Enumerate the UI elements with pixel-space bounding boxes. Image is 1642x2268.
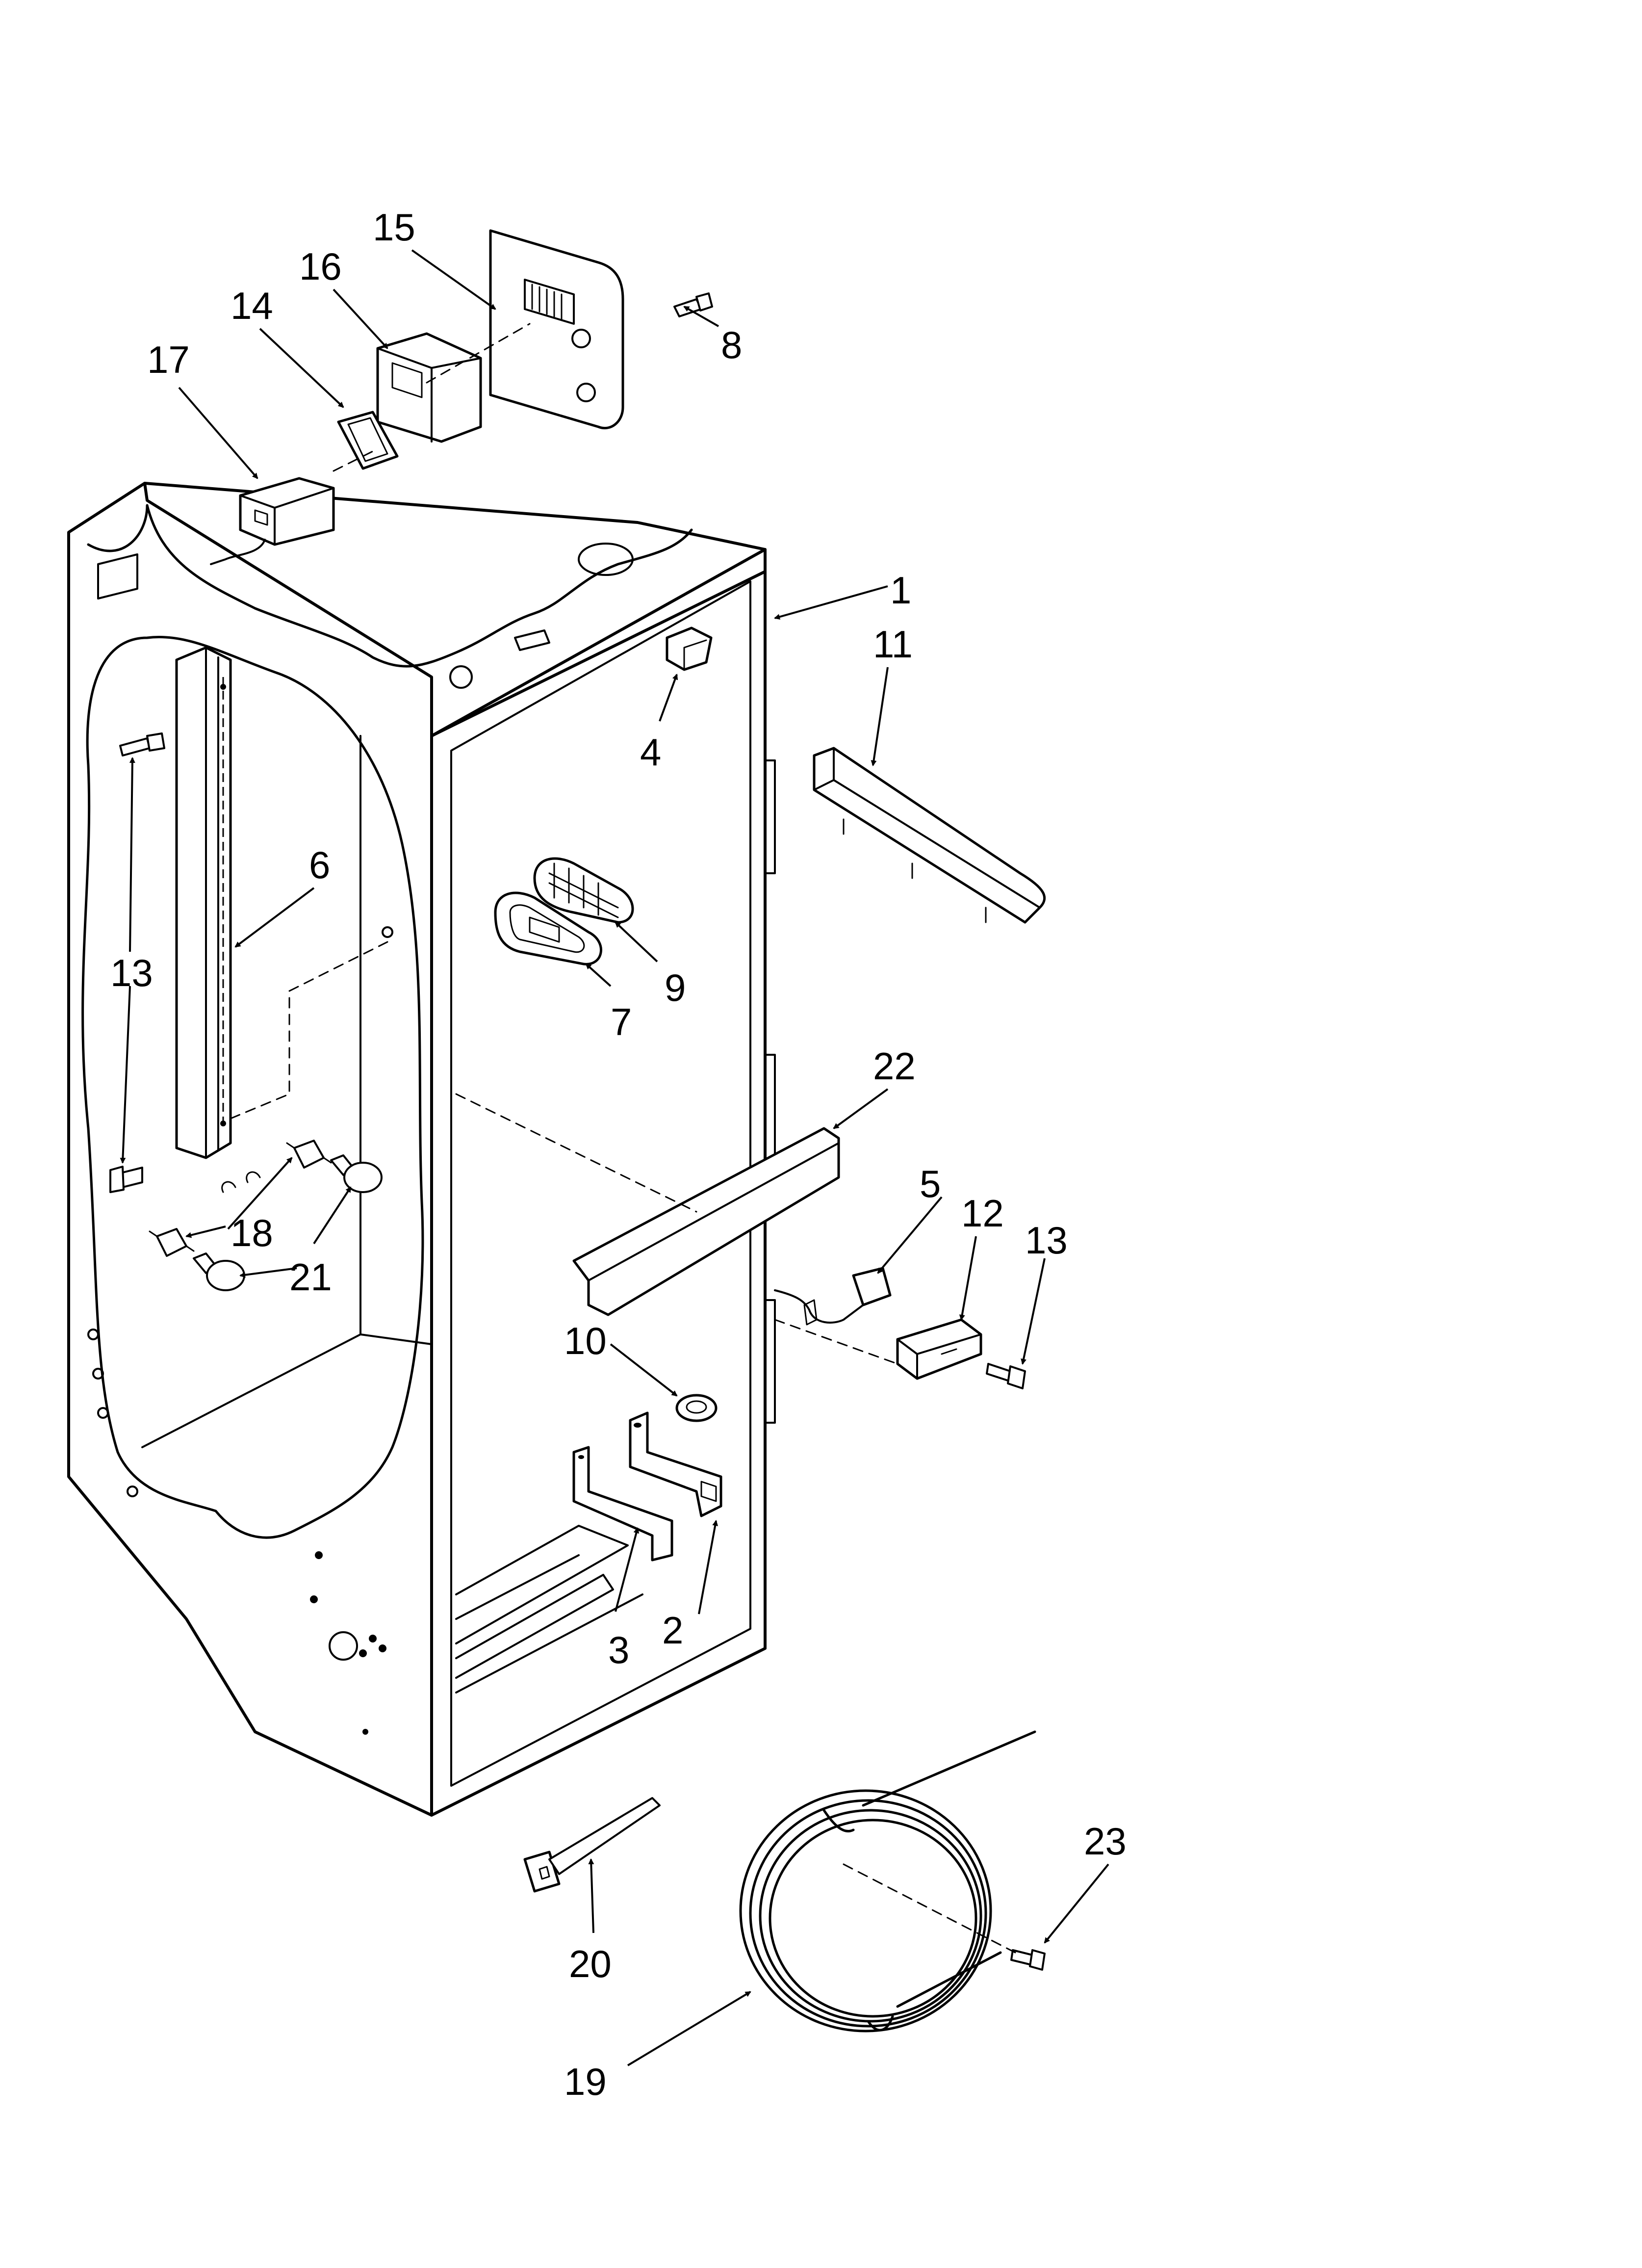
shelf-support-bar [455, 1093, 840, 1316]
screw-23 [1010, 1949, 1046, 1971]
control-module [774, 1318, 982, 1380]
callout-13-right: 13 [1025, 1219, 1068, 1262]
light-housing-cover [489, 229, 624, 430]
socket-clips [221, 1171, 261, 1193]
callout-18: 18 [231, 1211, 273, 1254]
callout-20: 20 [569, 1942, 612, 1985]
shelf-rail [175, 646, 388, 1159]
light-gasket [337, 411, 399, 470]
callout-22: 22 [873, 1044, 916, 1088]
screw-8 [673, 292, 713, 317]
callout-4: 4 [640, 730, 661, 774]
callout-12: 12 [961, 1192, 1004, 1235]
cable-tie [523, 1797, 661, 1893]
callout-6: 6 [309, 843, 330, 886]
door-switch [666, 626, 713, 671]
callout-11: 11 [873, 623, 913, 666]
callout-23: 23 [1084, 1820, 1127, 1863]
crisper-cover-support [813, 747, 1046, 924]
screw-13-upper [119, 732, 165, 756]
callout-16: 16 [299, 245, 342, 288]
callout-3: 3 [608, 1628, 629, 1671]
callout-17: 17 [147, 338, 190, 381]
air-diffuser-grille [533, 857, 634, 924]
lamp-socket-upper [286, 1140, 332, 1169]
callout-9: 9 [665, 966, 686, 1009]
callout-15: 15 [373, 206, 415, 249]
bracket-2 [629, 1411, 722, 1517]
lamp-socket-lower [149, 1228, 195, 1257]
callout-1: 1 [890, 569, 911, 612]
bulb-upper [330, 1154, 383, 1193]
bulb-lower [193, 1252, 245, 1291]
drain-grommet [675, 1394, 718, 1422]
air-vent-cover [494, 891, 602, 965]
leader-lines [120, 249, 1109, 2066]
callout-2: 2 [662, 1609, 683, 1652]
callout-21: 21 [289, 1255, 332, 1299]
callout-14: 14 [231, 284, 273, 327]
callout-8: 8 [721, 323, 742, 366]
callout-7: 7 [611, 1000, 632, 1043]
cabinet-liner [67, 482, 776, 1817]
screw-13-right [986, 1363, 1026, 1389]
bracket-3 [572, 1446, 673, 1562]
light-socket-harness [210, 323, 531, 565]
callout-5: 5 [920, 1162, 941, 1205]
callout-numbers: 15 16 14 17 8 1 11 4 6 13 9 7 22 5 12 13… [110, 206, 1127, 2103]
callout-13-left: 13 [110, 951, 153, 994]
callout-10: 10 [564, 1319, 607, 1362]
screw-13-lower [109, 1166, 143, 1193]
coiled-tubing [739, 1730, 1036, 2033]
light-housing-socket-box [376, 332, 482, 443]
callout-19: 19 [564, 2060, 607, 2103]
wire-harness [774, 1267, 892, 1326]
